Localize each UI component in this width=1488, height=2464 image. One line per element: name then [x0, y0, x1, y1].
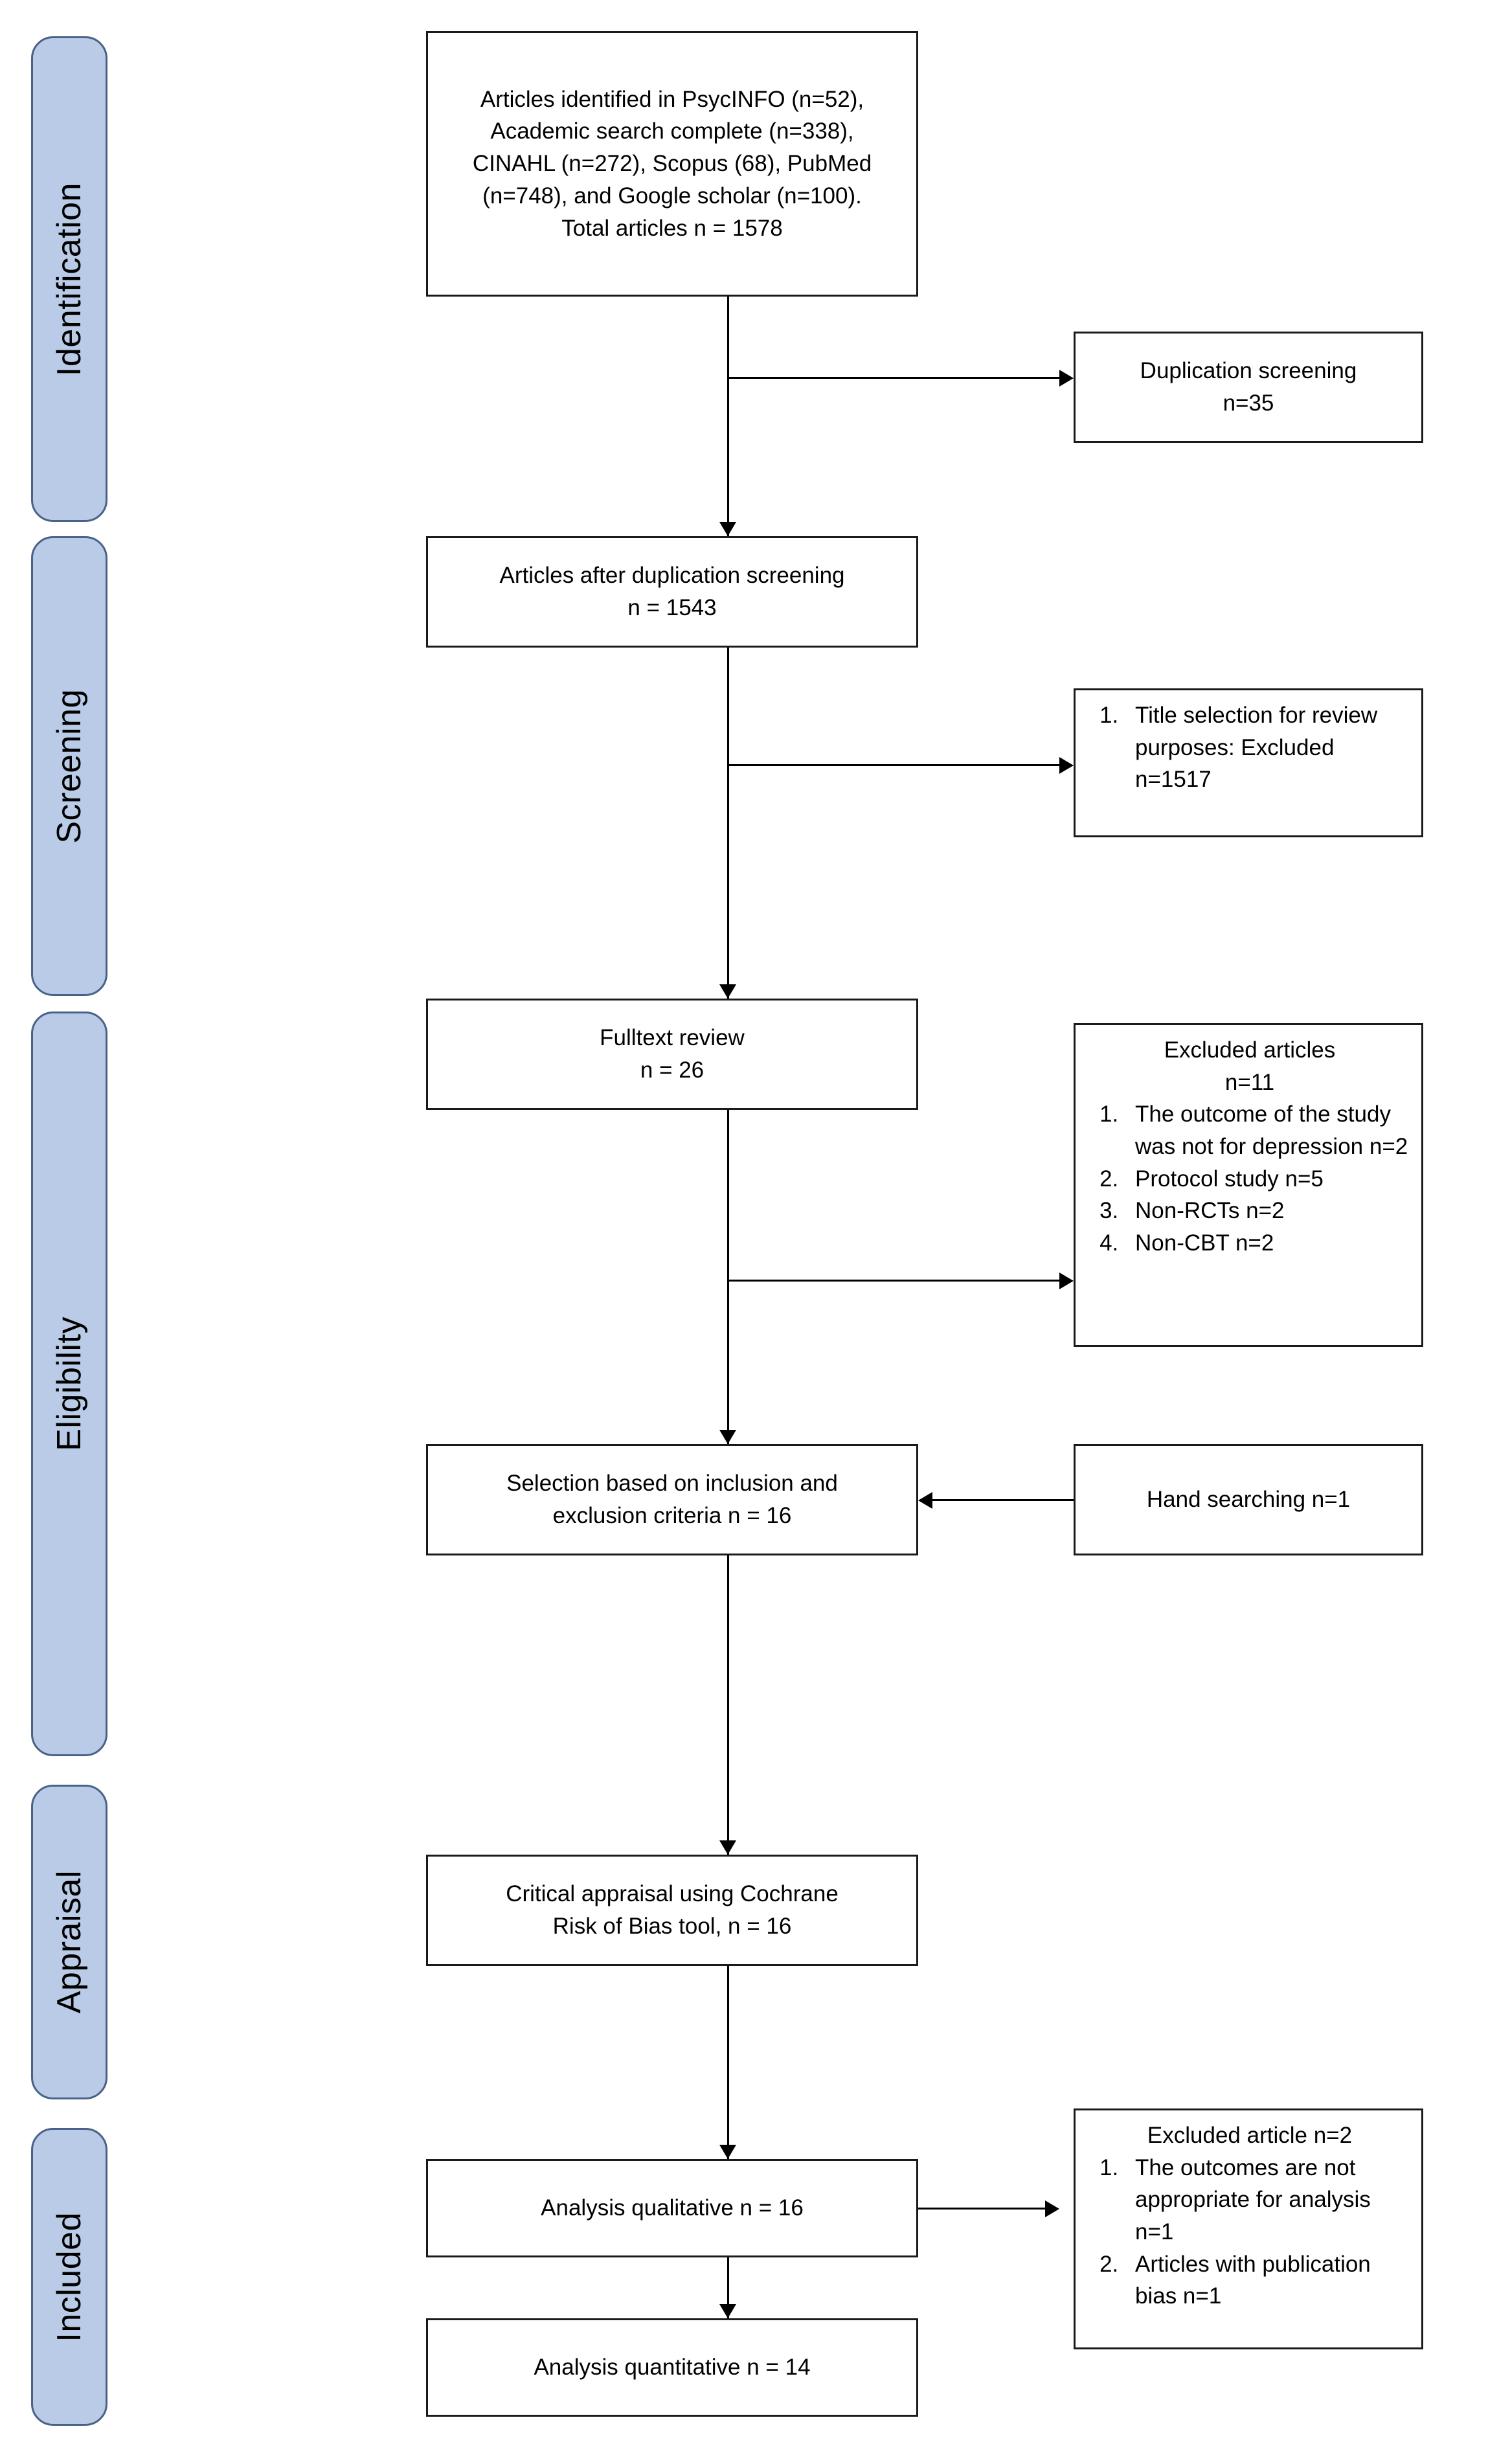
connector-identified-to-after-duplication: [727, 297, 729, 536]
connector-qualitative-to-excluded: [918, 2208, 1046, 2210]
box-fulltext-review-text: Fulltext review n = 26: [600, 1025, 745, 1083]
arrowhead-qualitative-to-excluded: [1045, 2200, 1059, 2217]
excluded-article-list: The outcomes are not appropriate for ana…: [1085, 2152, 1415, 2312]
box-analysis-qualitative-text: Analysis qualitative n = 16: [541, 2195, 804, 2221]
box-articles-identified-text: Articles identified in PsycINFO (n=52), …: [472, 86, 872, 241]
arrowhead-fulltext-to-selection: [719, 1430, 736, 1444]
connector-qualitative-to-quantitative: [727, 2257, 729, 2318]
arrowhead-identified-to-after-duplication: [719, 522, 736, 536]
arrowhead-identified-to-duplication: [1059, 370, 1074, 387]
list-item: Protocol study n=5: [1125, 1163, 1415, 1195]
box-duplication-screening-text: Duplication screening n=35: [1140, 358, 1357, 416]
box-articles-identified: Articles identified in PsycINFO (n=52), …: [426, 31, 918, 297]
connector-fulltext-to-selection: [727, 1110, 729, 1444]
stage-label-appraisal: Appraisal: [31, 1785, 107, 2099]
box-duplication-screening: Duplication screening n=35: [1074, 332, 1423, 443]
stage-label-identification-text: Identification: [51, 182, 88, 376]
list-item: Articles with publication bias n=1: [1125, 2248, 1415, 2312]
box-selection-criteria: Selection based on inclusion and exclusi…: [426, 1444, 918, 1555]
box-after-duplication-screening: Articles after duplication screening n =…: [426, 536, 918, 648]
excluded-article-heading: Excluded article n=2: [1147, 2123, 1353, 2148]
arrowhead-fulltext-to-excluded: [1059, 1272, 1074, 1289]
stage-label-eligibility-text: Eligibility: [51, 1317, 88, 1451]
box-excluded-article-included: Excluded article n=2 The outcomes are no…: [1074, 2108, 1423, 2349]
stage-label-included-text: Included: [51, 2211, 88, 2342]
box-title-selection: Title selection for review purposes: Exc…: [1074, 688, 1423, 837]
connector-selection-to-appraisal: [727, 1555, 729, 1855]
box-analysis-quantitative-text: Analysis quantitative n = 14: [534, 2355, 811, 2380]
list-item: The outcome of the study was not for dep…: [1125, 1098, 1415, 1162]
excluded-articles-list: The outcome of the study was not for dep…: [1085, 1098, 1415, 1259]
box-critical-appraisal-text: Critical appraisal using Cochrane Risk o…: [506, 1881, 839, 1939]
box-hand-searching: Hand searching n=1: [1074, 1444, 1423, 1555]
arrowhead-appraisal-to-qualitative: [719, 2145, 736, 2159]
stage-label-included: Included: [31, 2128, 107, 2426]
stage-label-eligibility: Eligibility: [31, 1012, 107, 1756]
connector-after-duplication-to-fulltext: [727, 648, 729, 999]
box-after-duplication-screening-text: Articles after duplication screening n =…: [499, 563, 845, 620]
box-analysis-qualitative: Analysis qualitative n = 16: [426, 2159, 918, 2257]
box-selection-criteria-text: Selection based on inclusion and exclusi…: [506, 1471, 838, 1528]
stage-label-identification: Identification: [31, 36, 107, 522]
box-fulltext-review: Fulltext review n = 26: [426, 999, 918, 1110]
box-hand-searching-text: Hand searching n=1: [1146, 1487, 1351, 1513]
list-item: Non-CBT n=2: [1125, 1227, 1415, 1260]
box-critical-appraisal: Critical appraisal using Cochrane Risk o…: [426, 1855, 918, 1966]
connector-identified-to-duplication: [727, 377, 1061, 379]
arrowhead-hand-searching-to-selection: [918, 1492, 932, 1509]
connector-fulltext-to-excluded: [727, 1280, 1061, 1282]
connector-after-duplication-to-title-selection: [727, 764, 1061, 766]
list-item: Non-RCTs n=2: [1125, 1195, 1415, 1227]
stage-label-screening: Screening: [31, 536, 107, 996]
connector-hand-searching-to-selection: [932, 1499, 1074, 1501]
stage-label-appraisal-text: Appraisal: [51, 1870, 88, 2014]
list-item: The outcomes are not appropriate for ana…: [1125, 2152, 1415, 2248]
arrowhead-selection-to-appraisal: [719, 1840, 736, 1855]
excluded-articles-heading: Excluded articles n=11: [1164, 1037, 1336, 1095]
arrowhead-after-duplication-to-title-selection: [1059, 757, 1074, 774]
list-item: Title selection for review purposes: Exc…: [1125, 699, 1415, 796]
arrowhead-after-duplication-to-fulltext: [719, 984, 736, 999]
title-selection-list: Title selection for review purposes: Exc…: [1085, 699, 1415, 796]
arrowhead-qualitative-to-quantitative: [719, 2304, 736, 2318]
connector-appraisal-to-qualitative: [727, 1966, 729, 2159]
box-analysis-quantitative: Analysis quantitative n = 14: [426, 2318, 918, 2417]
stage-label-screening-text: Screening: [51, 688, 88, 844]
box-excluded-articles-eligibility: Excluded articles n=11 The outcome of th…: [1074, 1023, 1423, 1347]
